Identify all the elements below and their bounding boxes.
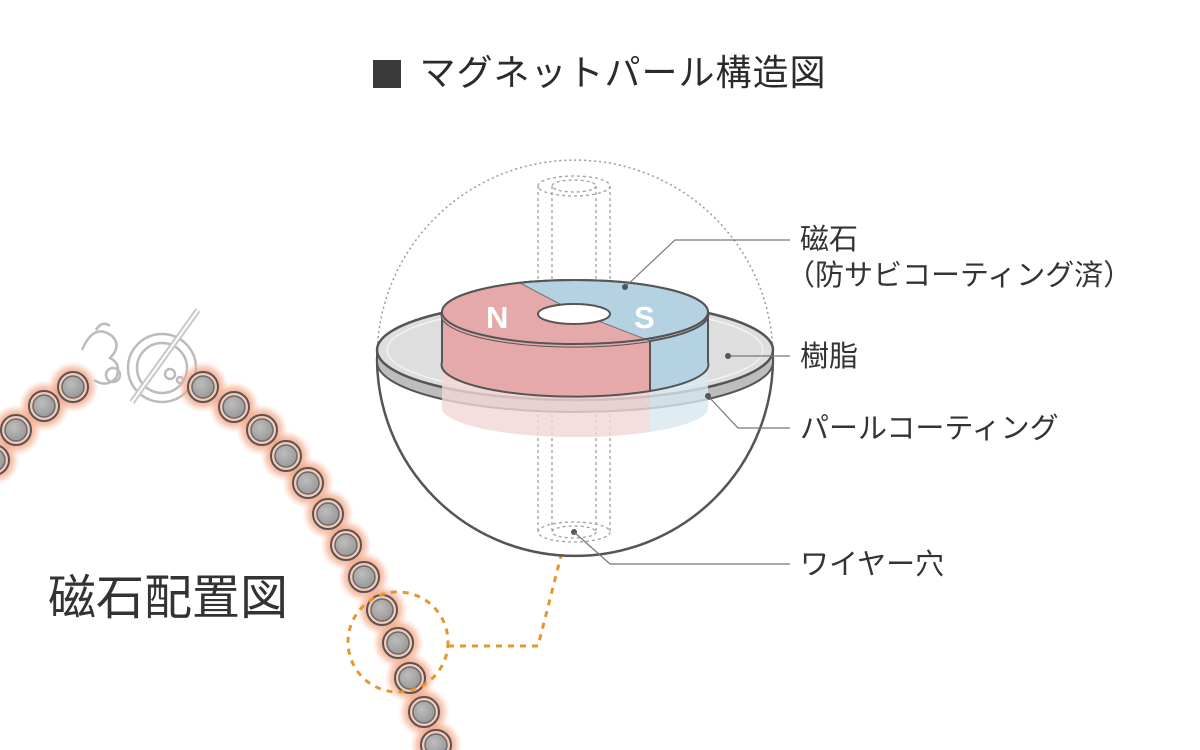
highlight-connector <box>448 551 564 648</box>
bead <box>316 502 340 526</box>
bead <box>250 418 274 442</box>
wire-hole-tube <box>537 175 611 543</box>
bead <box>424 733 448 750</box>
bead <box>191 375 215 399</box>
resin-label: 樹脂 <box>800 339 859 373</box>
bead <box>0 449 6 471</box>
magnet-ring <box>440 279 710 398</box>
bead <box>274 444 298 468</box>
bead <box>4 418 28 442</box>
bead <box>386 631 410 655</box>
bead <box>412 700 436 724</box>
bead <box>61 375 85 399</box>
clasp-icon <box>80 308 201 404</box>
bead <box>296 471 320 495</box>
pearl-coating-label: パールコーティング <box>800 411 1059 445</box>
bead <box>398 666 422 690</box>
magnet-label-line1: 磁石 <box>800 222 859 256</box>
page-title: マグネットパール構造図 <box>0 44 1200 96</box>
callout-lines <box>573 239 790 565</box>
magnet-layout-label: 磁石配置図 <box>48 570 289 626</box>
title-text: マグネットパール構造図 <box>419 53 827 94</box>
bead <box>222 395 246 419</box>
bead <box>32 394 56 418</box>
north-pole-label: N <box>486 300 509 335</box>
bead <box>370 598 394 622</box>
bead <box>334 533 358 557</box>
square-bullet-icon <box>373 60 402 88</box>
magnet-label: 磁石 （防サビコーティング済） <box>786 221 1132 294</box>
bracelet-beads <box>0 361 462 750</box>
highlight-circle <box>346 590 450 694</box>
callout-dots <box>622 284 731 399</box>
wire-hole-label: ワイヤー穴 <box>800 547 945 581</box>
south-pole-label: S <box>634 300 655 335</box>
magnet-label-line2: （防サビコーティング済） <box>786 258 1133 293</box>
bead <box>352 565 376 589</box>
